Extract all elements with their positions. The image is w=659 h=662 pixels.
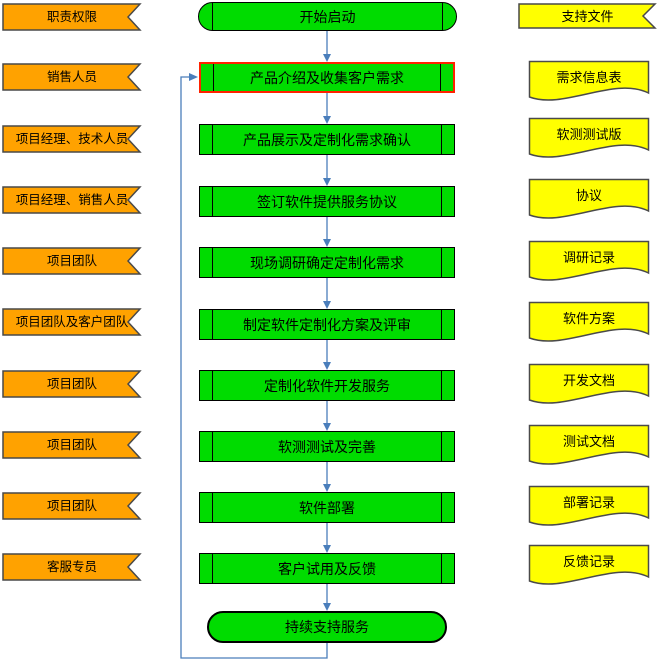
process-step-6[interactable]: 定制化软件开发服务 bbox=[199, 370, 455, 401]
role-label: 项目团队 bbox=[46, 437, 97, 452]
feedback-arrowhead-icon bbox=[189, 73, 198, 81]
banner-shape bbox=[2, 186, 142, 214]
documents-banner-header[interactable]: 支持文件 bbox=[518, 3, 657, 29]
process-step-label: 软测测试及完善 bbox=[278, 438, 376, 455]
document-shape bbox=[528, 544, 650, 585]
process-step-9[interactable]: 客户试用及反馈 bbox=[199, 553, 455, 584]
banner-shape bbox=[2, 308, 142, 336]
role-label: 项目团队 bbox=[46, 253, 97, 268]
start-label: 开始启动 bbox=[299, 8, 356, 25]
role-label: 职责权限 bbox=[46, 9, 97, 24]
document-label: 调研记录 bbox=[562, 250, 615, 265]
document-shape bbox=[528, 363, 650, 404]
arrowhead-icon bbox=[323, 116, 331, 124]
document-label: 部署记录 bbox=[562, 495, 615, 510]
process-step-2[interactable]: 产品展示及定制化需求确认 bbox=[199, 124, 455, 155]
process-step-label: 产品展示及定制化需求确认 bbox=[243, 131, 411, 148]
process-step-label: 制定软件定制化方案及评审 bbox=[243, 316, 411, 333]
process-step-label: 产品介绍及收集客户需求 bbox=[250, 69, 404, 86]
arrowhead-icon bbox=[323, 423, 331, 431]
arrowhead-icon bbox=[323, 362, 331, 370]
document-label: 协议 bbox=[575, 188, 602, 203]
document-shape bbox=[528, 485, 650, 526]
banner-shape bbox=[2, 125, 142, 153]
role-banner-6[interactable]: 项目团队 bbox=[2, 370, 142, 398]
banner-shape bbox=[2, 63, 142, 91]
process-step-1[interactable]: 产品介绍及收集客户需求 bbox=[199, 62, 455, 93]
role-label: 项目团队 bbox=[46, 498, 97, 513]
document-shape bbox=[528, 240, 650, 281]
process-step-3[interactable]: 签订软件提供服务协议 bbox=[199, 186, 455, 217]
process-step-7[interactable]: 软测测试及完善 bbox=[199, 431, 455, 462]
banner-shape bbox=[2, 553, 142, 581]
document-7[interactable]: 测试文档 bbox=[528, 424, 650, 472]
role-banner-2[interactable]: 项目经理、技术人员 bbox=[2, 125, 142, 153]
document-label: 软件方案 bbox=[562, 311, 615, 326]
banner-shape bbox=[2, 247, 142, 275]
arrowhead-icon bbox=[323, 301, 331, 309]
arrowhead-icon bbox=[323, 484, 331, 492]
role-label: 客服专员 bbox=[46, 559, 97, 574]
banner-shape bbox=[2, 370, 142, 398]
process-step-label: 定制化软件开发服务 bbox=[264, 377, 390, 394]
role-banner-header[interactable]: 职责权限 bbox=[2, 3, 142, 31]
role-label: 项目团队 bbox=[46, 376, 97, 391]
document-shape bbox=[528, 60, 650, 101]
document-5[interactable]: 软件方案 bbox=[528, 301, 650, 349]
role-banner-1[interactable]: 销售人员 bbox=[2, 63, 142, 91]
arrowhead-icon bbox=[323, 178, 331, 186]
arrowhead-icon bbox=[323, 545, 331, 553]
process-step-label: 签订软件提供服务协议 bbox=[257, 193, 397, 210]
role-banner-4[interactable]: 项目团队 bbox=[2, 247, 142, 275]
document-4[interactable]: 调研记录 bbox=[528, 240, 650, 288]
process-step-4[interactable]: 现场调研确定定制化需求 bbox=[199, 247, 455, 278]
process-step-label: 现场调研确定定制化需求 bbox=[250, 254, 404, 271]
process-step-5[interactable]: 制定软件定制化方案及评审 bbox=[199, 309, 455, 340]
banner-shape bbox=[2, 3, 142, 31]
role-label: 销售人员 bbox=[46, 69, 97, 84]
document-1[interactable]: 需求信息表 bbox=[528, 60, 650, 108]
document-shape bbox=[528, 178, 650, 219]
role-banner-3[interactable]: 项目经理、销售人员 bbox=[2, 186, 142, 214]
document-label: 测试文档 bbox=[562, 434, 615, 449]
arrowhead-icon bbox=[323, 54, 331, 62]
document-9[interactable]: 反馈记录 bbox=[528, 544, 650, 592]
role-banner-5[interactable]: 项目团队及客户团队 bbox=[2, 308, 142, 336]
start-node[interactable]: 开始启动 bbox=[198, 2, 457, 31]
document-6[interactable]: 开发文档 bbox=[528, 363, 650, 411]
document-label: 需求信息表 bbox=[556, 70, 622, 85]
banner-shape bbox=[2, 431, 142, 459]
role-label: 项目经理、技术人员 bbox=[15, 131, 129, 146]
document-shape bbox=[528, 424, 650, 465]
document-2[interactable]: 软测测试版 bbox=[528, 117, 650, 165]
arrowhead-icon bbox=[323, 603, 331, 611]
document-shape bbox=[528, 117, 650, 158]
role-banner-7[interactable]: 项目团队 bbox=[2, 431, 142, 459]
role-banner-8[interactable]: 项目团队 bbox=[2, 492, 142, 520]
process-step-8[interactable]: 软件部署 bbox=[199, 492, 455, 523]
document-8[interactable]: 部署记录 bbox=[528, 485, 650, 533]
end-node[interactable]: 持续支持服务 bbox=[207, 611, 447, 643]
role-banner-9[interactable]: 客服专员 bbox=[2, 553, 142, 581]
process-step-label: 软件部署 bbox=[299, 499, 355, 516]
documents-header-label: 支持文件 bbox=[561, 8, 614, 24]
banner-shape bbox=[518, 3, 657, 29]
document-label: 反馈记录 bbox=[562, 554, 615, 569]
document-label: 软测测试版 bbox=[556, 127, 622, 142]
document-shape bbox=[528, 301, 650, 342]
process-step-label: 客户试用及反馈 bbox=[278, 560, 376, 577]
role-label: 项目团队及客户团队 bbox=[15, 314, 129, 329]
role-label: 项目经理、销售人员 bbox=[15, 192, 129, 207]
end-label: 持续支持服务 bbox=[285, 619, 369, 635]
banner-shape bbox=[2, 492, 142, 520]
arrowhead-icon bbox=[323, 239, 331, 247]
document-3[interactable]: 协议 bbox=[528, 178, 650, 226]
document-label: 开发文档 bbox=[562, 373, 615, 388]
